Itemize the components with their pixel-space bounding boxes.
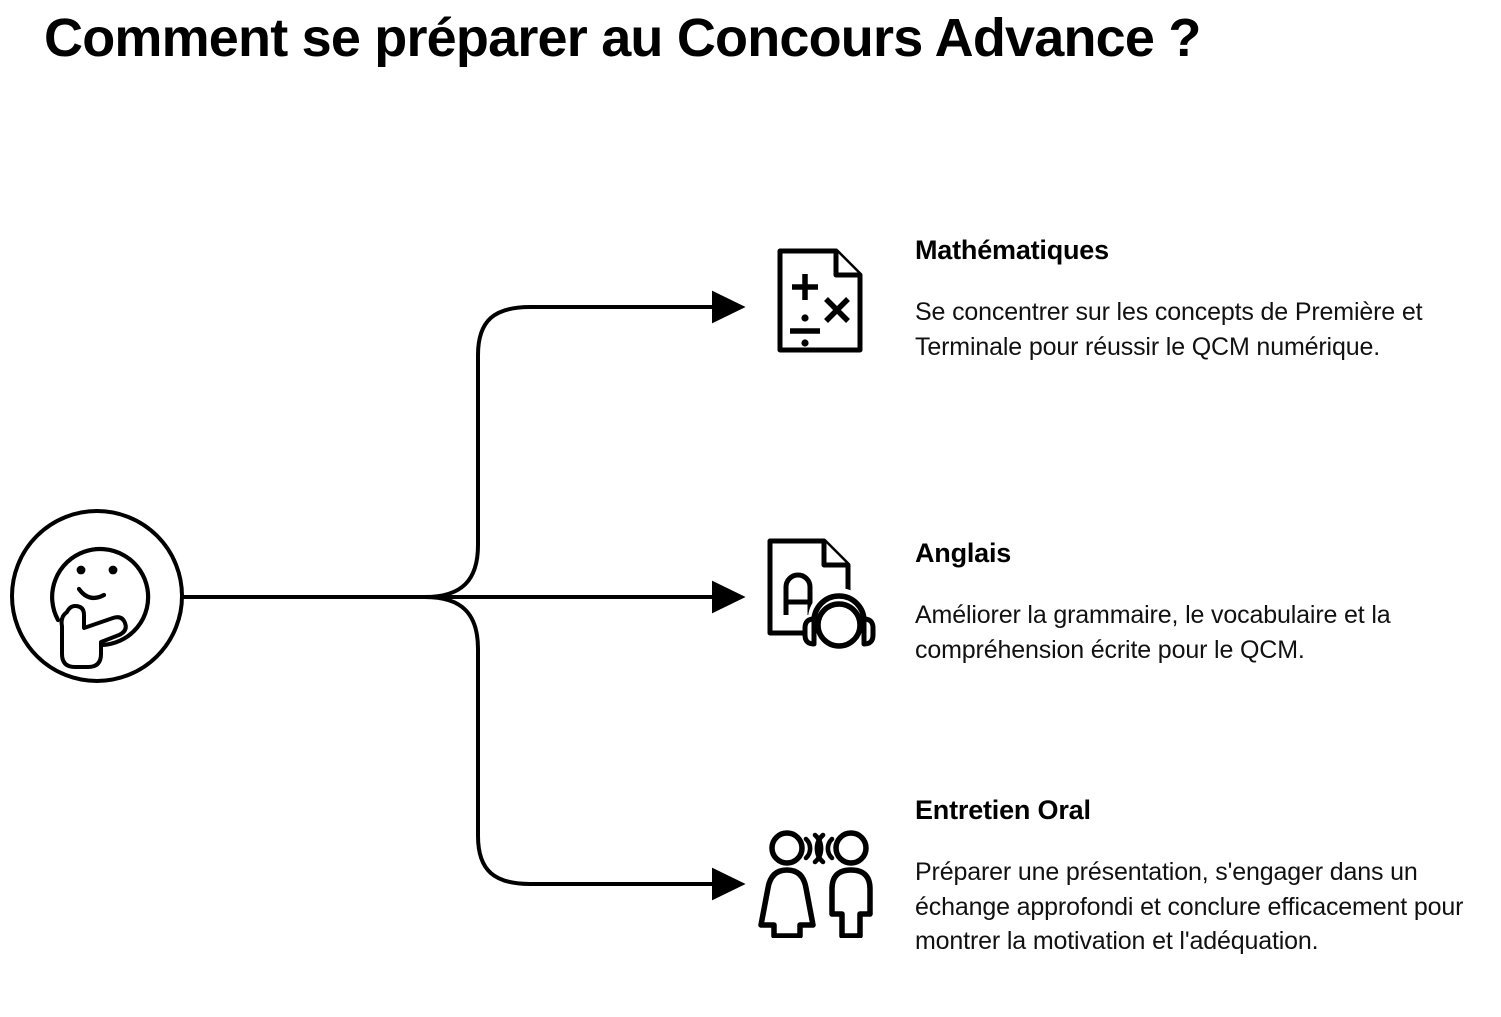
branch-line-oral: [424, 595, 746, 901]
branch-line-math: [424, 290, 746, 599]
branch-heading-entretien-oral: Entretien Oral: [915, 795, 1091, 825]
document-math-symbols-icon: [770, 243, 870, 358]
center-node: [10, 509, 184, 683]
branch-text-anglais: Anglais Améliorer la grammaire, le vocab…: [915, 537, 1501, 667]
branch-description-mathematiques: Se concentrer sur les concepts de Premiè…: [915, 298, 1423, 361]
branch-heading-mathematiques: Mathématiques: [915, 235, 1109, 265]
branch-text-entretien-oral: Entretien Oral Préparer une présentation…: [915, 794, 1501, 959]
document-letter-a-headphones-icon: [762, 533, 880, 651]
branch-text-mathematiques: Mathématiques Se concentrer sur les conc…: [915, 234, 1501, 364]
branch-description-entretien-oral: Préparer une présentation, s'engager dan…: [915, 858, 1464, 956]
branch-heading-anglais: Anglais: [915, 538, 1012, 568]
two-people-talking-icon: [758, 828, 880, 939]
page-title: Comment se préparer au Concours Advance …: [44, 8, 1201, 68]
branch-description-anglais: Améliorer la grammaire, le vocabulaire e…: [915, 601, 1391, 664]
